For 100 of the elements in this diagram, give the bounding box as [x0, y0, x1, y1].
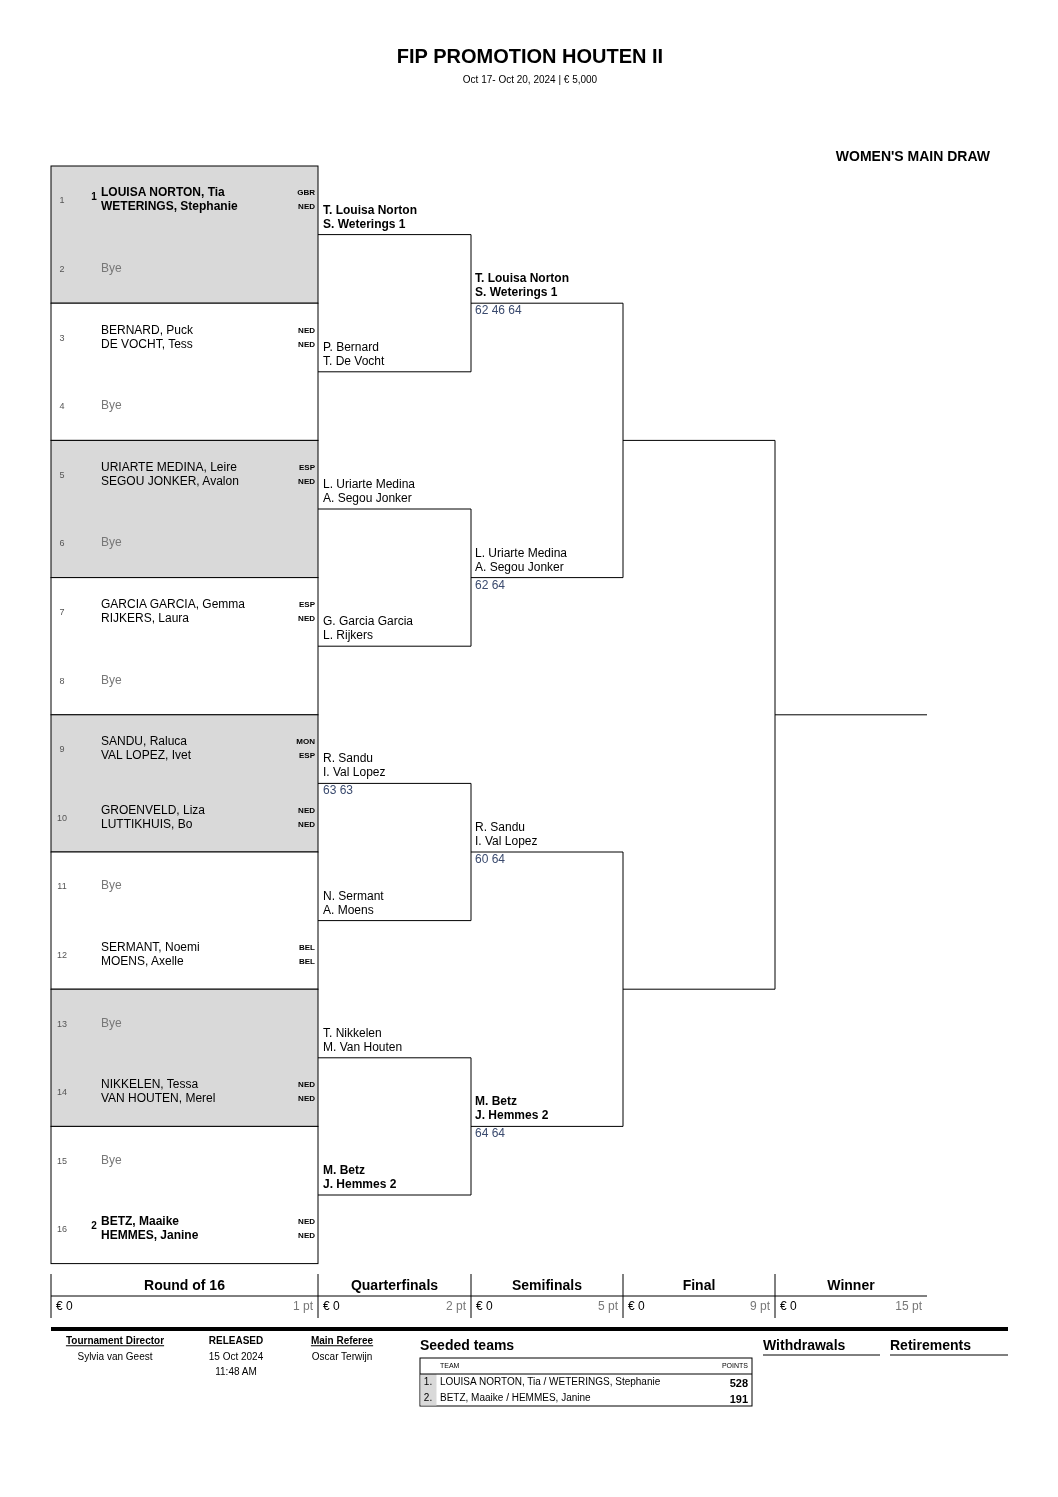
row-number: 3	[59, 332, 65, 343]
player-name: I. Val Lopez	[475, 835, 538, 849]
footer-heading: RELEASED	[208, 1335, 264, 1347]
table-cell: 1.	[423, 1376, 433, 1388]
country-code: NED	[298, 477, 315, 487]
player-name: VAN HOUTEN, Merel	[101, 1092, 216, 1106]
player-name: J. Hemmes 2	[323, 1178, 397, 1192]
row-number: 14	[57, 1086, 67, 1098]
country-code: NED	[298, 325, 315, 336]
player-name: MOENS, Axelle	[101, 955, 184, 969]
bye-entry: Bye	[101, 399, 122, 413]
bye-entry: Bye	[101, 1153, 122, 1168]
match-score: 62 46 64	[475, 304, 522, 319]
player-name: S. Weterings 1	[475, 286, 558, 301]
country-code: BEL	[299, 957, 315, 967]
player-name: BERNARD, Puck	[101, 323, 194, 338]
match-score: 63 63	[323, 784, 354, 799]
player-name: WETERINGS, Stephanie	[101, 200, 238, 215]
ranking-points: 9 pt	[750, 1300, 770, 1314]
table-cell: 191	[729, 1392, 748, 1406]
player-name: SEGOU JONKER, Avalon	[101, 474, 239, 489]
player-name: R. Sandu	[323, 752, 374, 767]
player-name: A. Segou Jonker	[475, 560, 564, 575]
footer-text: 15 Oct 2024	[208, 1351, 264, 1363]
country-code: NED	[298, 820, 315, 830]
prize-money: € 0	[56, 1300, 73, 1314]
row-number: 16	[57, 1224, 67, 1235]
row-number: 1	[59, 195, 65, 206]
prize-money: € 0	[323, 1300, 340, 1314]
ranking-points: 15 pt	[895, 1300, 922, 1314]
player-name: BETZ, Maaike	[101, 1215, 180, 1230]
ranking-points: 1 pt	[293, 1300, 313, 1314]
player-name: M. Betz	[475, 1095, 517, 1110]
player-name: A. Segou Jonker	[323, 492, 412, 506]
table-cell: BETZ, Maaike / HEMMES, Janine	[440, 1392, 591, 1404]
round-heading: Winner	[827, 1276, 875, 1294]
row-number: 9	[59, 743, 65, 755]
footer-heading: Main Referee	[310, 1335, 374, 1347]
player-name: L. Uriarte Medina	[475, 546, 568, 561]
seed-number: 2	[91, 1220, 97, 1233]
player-name: T. De Vocht	[323, 354, 385, 369]
bye-entry: Bye	[101, 879, 122, 894]
match-score: 64 64	[475, 1127, 506, 1142]
prize-money: € 0	[780, 1300, 797, 1314]
row-number: 5	[59, 469, 65, 480]
player-name: GROENVELD, Liza	[101, 803, 206, 818]
player-name: M. Betz	[323, 1164, 365, 1178]
bye-entry: Bye	[101, 673, 122, 688]
country-code: NED	[298, 614, 315, 624]
row-number: 7	[59, 606, 65, 618]
player-name: GARCIA GARCIA, Gemma	[101, 598, 246, 612]
country-code: ESP	[299, 600, 315, 610]
prize-money: € 0	[476, 1300, 493, 1314]
player-name: T. Louisa Norton	[323, 203, 417, 218]
country-code: NED	[298, 1231, 315, 1241]
table-cell: 2.	[423, 1392, 433, 1404]
player-name: LOUISA NORTON, Tia	[101, 186, 225, 201]
row-number: 2	[59, 263, 65, 275]
row-number: 12	[57, 949, 67, 961]
country-code: NED	[298, 1080, 315, 1090]
match-score: 60 64	[475, 853, 506, 867]
player-name: T. Louisa Norton	[475, 272, 569, 287]
section-heading: Retirements	[890, 1336, 971, 1354]
row-number: 15	[57, 1155, 67, 1166]
draw-heading: WOMEN'S MAIN DRAW	[835, 147, 990, 165]
player-name: VAL LOPEZ, Ivet	[101, 749, 192, 763]
row-number: 11	[57, 881, 67, 892]
player-name: LUTTIKHUIS, Bo	[101, 817, 193, 832]
player-name: N. Sermant	[323, 889, 384, 904]
ranking-points: 2 pt	[446, 1300, 466, 1314]
country-code: BEL	[299, 943, 315, 953]
page-title: FIP PROMOTION HOUTEN II	[396, 44, 664, 68]
prize-money: € 0	[628, 1300, 645, 1314]
row-number: 8	[59, 675, 65, 686]
date-and-prize: Oct 17- Oct 20, 2024 | € 5,000	[462, 74, 598, 86]
country-code: NED	[298, 1217, 315, 1227]
player-name: R. Sandu	[475, 821, 526, 835]
player-name: T. Nikkelen	[323, 1026, 382, 1041]
player-name: HEMMES, Janine	[101, 1229, 199, 1244]
country-code: ESP	[299, 751, 315, 761]
country-code: MON	[296, 737, 315, 747]
country-code: GBR	[297, 188, 315, 198]
player-name: I. Val Lopez	[323, 766, 386, 781]
row-number: 13	[57, 1018, 67, 1029]
player-name: SANDU, Raluca	[101, 735, 188, 749]
seed-number: 1	[91, 191, 97, 204]
player-name: L. Rijkers	[323, 629, 373, 644]
footer-text: 11:48 AM	[215, 1366, 257, 1378]
ranking-points: 5 pt	[598, 1300, 618, 1314]
section-heading: Seeded teams	[420, 1336, 515, 1354]
player-name: DE VOCHT, Tess	[101, 337, 193, 352]
player-name: J. Hemmes 2	[475, 1109, 549, 1124]
player-name: A. Moens	[323, 903, 374, 918]
bye-entry: Bye	[101, 536, 122, 551]
player-name: M. Van Houten	[323, 1040, 403, 1055]
footer-heading: Tournament Director	[65, 1335, 165, 1347]
row-number: 6	[59, 538, 65, 549]
round-heading: Semifinals	[512, 1276, 582, 1294]
player-name: L. Uriarte Medina	[323, 478, 416, 492]
country-code: NED	[298, 1094, 315, 1104]
